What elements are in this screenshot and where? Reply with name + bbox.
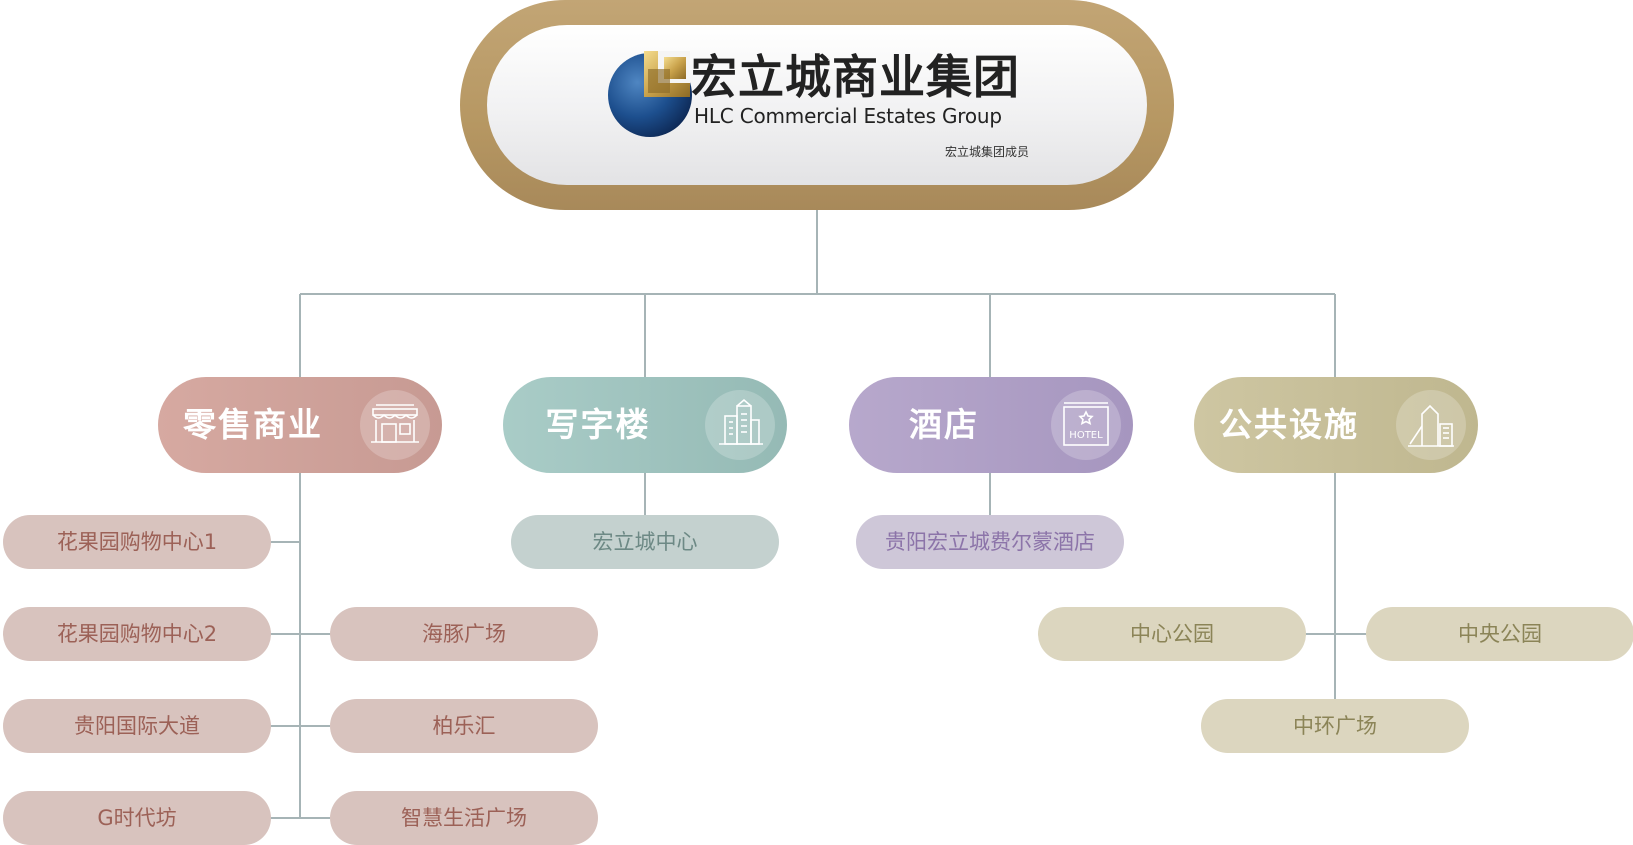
- leaf-public-center-1: 中环广场: [1201, 699, 1469, 753]
- leaf-retail-left-2: 花果园购物中心2: [3, 607, 271, 661]
- root-node: 宏立城商业集团 HLC Commercial Estates Group 宏立城…: [460, 0, 1174, 210]
- category-retail: 零售商业: [158, 377, 442, 473]
- root-member-note: 宏立城集团成员: [945, 145, 1030, 159]
- company-logo-icon: [608, 51, 692, 137]
- svg-text:HOTEL: HOTEL: [1069, 430, 1103, 441]
- storefront-icon: [360, 390, 430, 460]
- leaf-retail-left-3: 贵阳国际大道: [3, 699, 271, 753]
- root-name-en: HLC Commercial Estates Group: [694, 104, 1002, 128]
- category-hotel-label: 酒店: [909, 405, 979, 444]
- leaf-retail-left-4: G时代坊: [3, 791, 271, 845]
- category-retail-label: 零售商业: [183, 405, 323, 444]
- leaf-hotel-1: 贵阳宏立城费尔蒙酒店: [856, 515, 1124, 569]
- leaf-retail-right-3: 智慧生活广场: [330, 791, 598, 845]
- category-office: 写字楼: [503, 377, 787, 473]
- hotel-sign-icon: HOTEL: [1051, 390, 1121, 460]
- category-office-label: 写字楼: [545, 405, 651, 444]
- root-node-inner: 宏立城商业集团 HLC Commercial Estates Group 宏立城…: [487, 25, 1147, 185]
- category-public-facilities: 公共设施: [1194, 377, 1478, 473]
- category-public-label: 公共设施: [1219, 405, 1359, 444]
- leaf-retail-left-1: 花果园购物中心1: [3, 515, 271, 569]
- category-hotel: 酒店 HOTEL: [849, 377, 1133, 473]
- office-towers-icon: [705, 390, 775, 460]
- leaf-retail-right-2: 柏乐汇: [330, 699, 598, 753]
- leaf-public-right-1: 中央公园: [1366, 607, 1633, 661]
- leaf-retail-right-1: 海豚广场: [330, 607, 598, 661]
- root-name-cn: 宏立城商业集团: [691, 50, 1020, 104]
- playground-icon: [1396, 390, 1466, 460]
- leaf-office-1: 宏立城中心: [511, 515, 779, 569]
- leaf-public-left-1: 中心公园: [1038, 607, 1306, 661]
